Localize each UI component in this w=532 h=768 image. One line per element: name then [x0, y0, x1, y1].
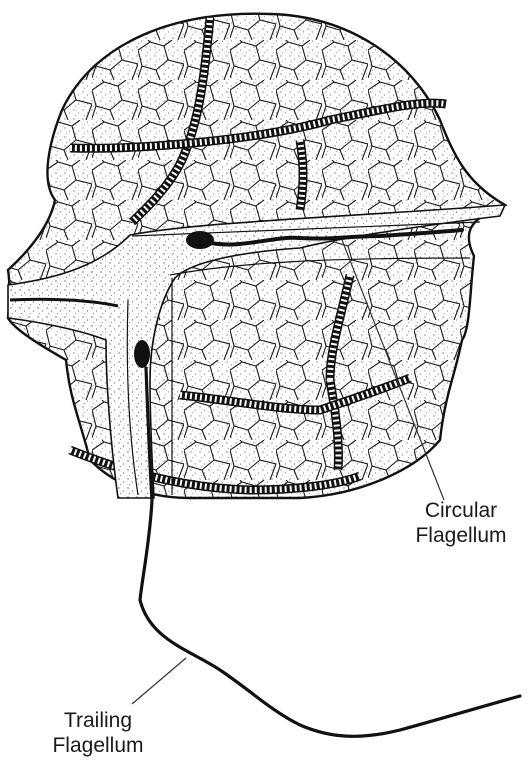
circular-flagellum-label: Circular Flagellum: [402, 498, 520, 548]
cell-body: [0, 0, 532, 520]
trailing-flagellum-leader: [132, 658, 186, 704]
circular-flagellum-label-line2: Flagellum: [402, 523, 520, 548]
trailing-flagellum-label-line1: Trailing: [38, 708, 158, 733]
trailing-flagellum-label-line2: Flagellum: [38, 733, 158, 758]
circular-flagellum-label-line1: Circular: [402, 498, 520, 523]
trailing-flagellum-label: Trailing Flagellum: [38, 708, 158, 758]
